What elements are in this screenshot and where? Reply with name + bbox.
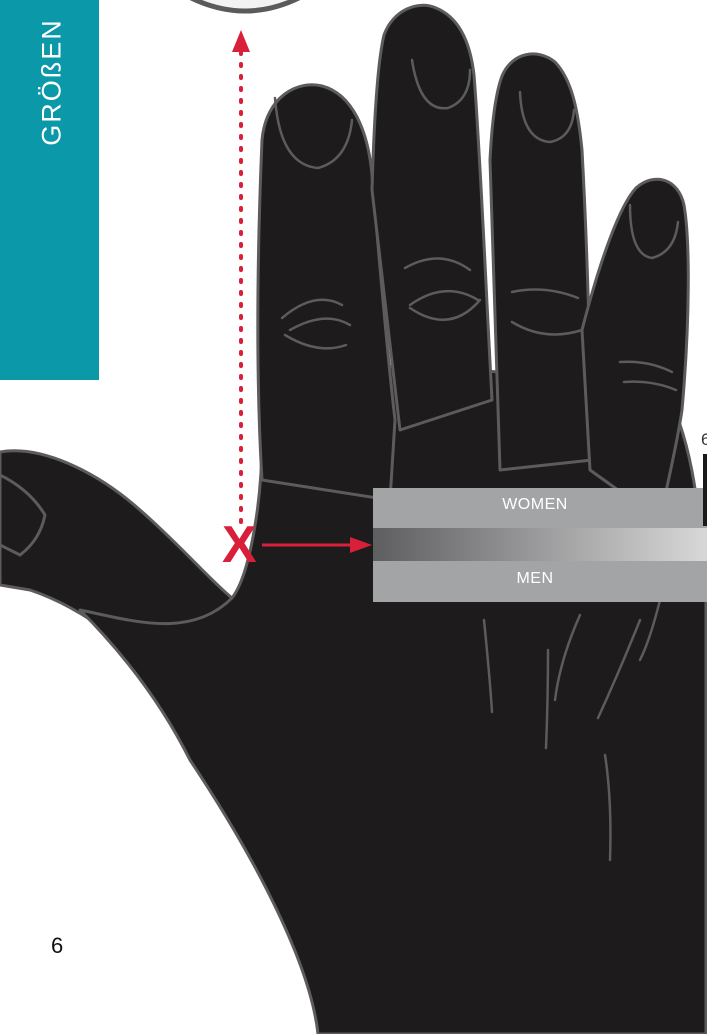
- magnifier-circle-edge: [180, 0, 310, 11]
- measure-marker-x: X: [222, 516, 257, 574]
- men-label: MEN: [373, 570, 697, 588]
- edge-digit: 6: [701, 430, 707, 450]
- measure-arrow-up-icon: [232, 30, 250, 52]
- women-label: WOMEN: [373, 496, 697, 514]
- page-number: 6: [51, 933, 63, 959]
- size-gradient-bar: [373, 528, 707, 561]
- edge-tick-mark: [703, 454, 707, 526]
